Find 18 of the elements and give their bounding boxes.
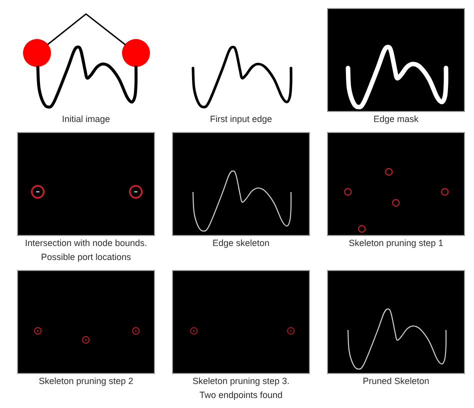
- node-label: Intersection with node bounds. Possible port locations: [24, 237, 148, 264]
- image-panel: [327, 132, 465, 236]
- image-panel: [17, 270, 155, 374]
- image-panel: [172, 270, 310, 374]
- wavy-line: [36, 46, 138, 109]
- node-label: Skeleton pruning step 1: [348, 237, 444, 250]
- node-label: Initial image: [60, 113, 112, 126]
- connector-line: [47, 13, 126, 46]
- node-label: Edge skeleton: [211, 237, 271, 250]
- image-panel: [172, 132, 310, 236]
- image-panel: [327, 8, 465, 112]
- image-panel: [17, 132, 155, 236]
- node-label: Edge mask: [372, 113, 420, 126]
- node-label: Skeleton pruning step 3. Two endpoints found: [191, 375, 291, 402]
- image-panel: [327, 270, 465, 374]
- node-label: Skeleton pruning step 2: [38, 375, 134, 388]
- node-label: Pruned Skeleton: [362, 375, 430, 388]
- node-label: First input edge: [208, 113, 274, 126]
